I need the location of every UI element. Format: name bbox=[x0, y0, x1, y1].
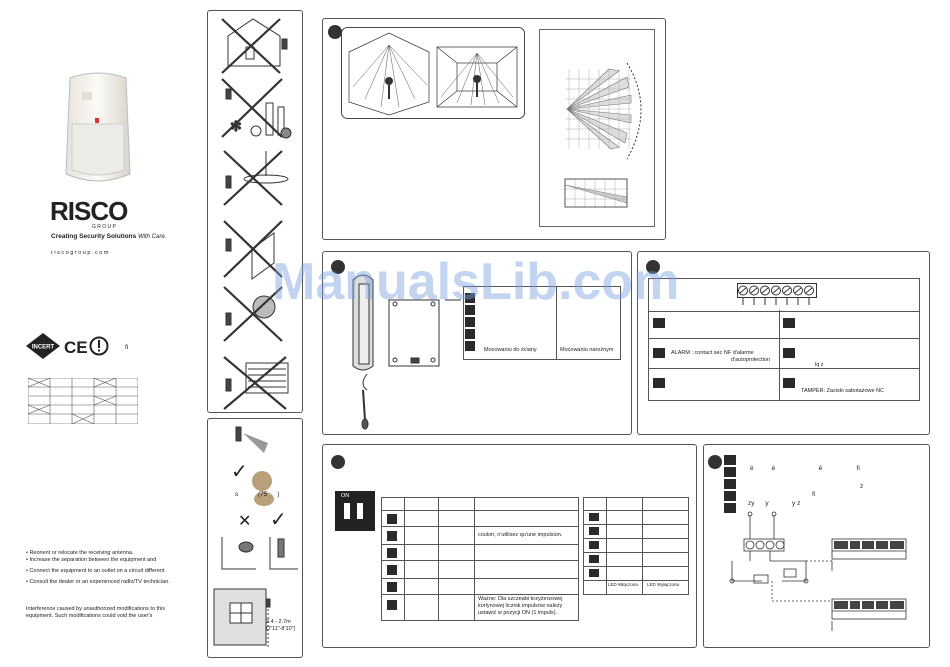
mounting-panel: Mocowaniu do ściany Mocowaniu narożnym bbox=[322, 251, 632, 435]
terminal-marker-6 bbox=[783, 378, 795, 388]
wiring-marker-2 bbox=[724, 467, 736, 477]
wiring-marker-5 bbox=[724, 503, 736, 513]
mount-height-m: 2.4 - 2.7m bbox=[266, 619, 291, 625]
dip-on-label: ON bbox=[341, 493, 350, 499]
mount-height-ft: (7'11"-8'10") bbox=[266, 626, 296, 632]
section-marker-icon bbox=[328, 25, 342, 39]
dip-important-line3: ustawić w pozycji ON (1 impuls). bbox=[478, 610, 558, 616]
wiring-text-3: fi bbox=[812, 491, 816, 498]
dip-settings-table: coulon, n'utilisez qu'une impulsion. Waż… bbox=[381, 497, 579, 621]
pet-weight-label: s bbox=[235, 491, 238, 499]
mount-col-wall: Mocowaniu do ściany bbox=[484, 347, 537, 353]
wiring-text-1: é é é fi bbox=[750, 465, 860, 472]
led-row-marker-5 bbox=[589, 569, 599, 577]
section-marker-icon bbox=[331, 260, 345, 274]
tagline: Creating Security Solutions With Care. bbox=[51, 233, 166, 240]
logo-text: RISCO bbox=[50, 196, 128, 226]
alarm-contact-line1: ALARM : contact sec NF d'alarme bbox=[671, 350, 754, 356]
cross-mark-icon: ✕ bbox=[238, 513, 252, 530]
check-mark-icon: ✓ bbox=[231, 461, 248, 483]
dip-row-marker-4 bbox=[387, 565, 397, 575]
pet-weight-value: (75 ) bbox=[258, 491, 279, 499]
check-mark-icon-2: ✓ bbox=[270, 509, 287, 531]
tagline-main: Creating Security Solutions bbox=[51, 233, 137, 240]
dip-important-note: Ważne: Dla szczeabi krzyżerzowej korlyno… bbox=[478, 596, 576, 617]
iq-text: lq z bbox=[815, 362, 824, 368]
wiring-panel: é é é fi z fi zy y y z bbox=[703, 444, 930, 648]
fcc-warning-line1: Interference caused by unauthorized modi… bbox=[26, 606, 166, 612]
alarm-contact-line2: d'autoprotection bbox=[731, 357, 770, 363]
wiring-marker-1 bbox=[724, 455, 736, 465]
group-text: G R O U P bbox=[92, 224, 116, 230]
fcc-bullet-4: • Consult the dealer or an experienced r… bbox=[26, 579, 170, 585]
cert-table bbox=[27, 377, 139, 429]
terminal-desc-table: ALARM : contact sec NF d'alarme d'autopr… bbox=[648, 310, 920, 401]
installation-warnings-panel: ✻ bbox=[207, 10, 303, 413]
dip-row-marker-2 bbox=[387, 531, 397, 541]
led-row-marker-2 bbox=[589, 527, 599, 535]
dip-switch-panel: ON coulon, n'utilisez qu'une impulsion. … bbox=[322, 444, 697, 648]
dip-row-marker-1 bbox=[387, 514, 397, 524]
tagline-script: With Care. bbox=[138, 234, 167, 240]
terminal-block bbox=[648, 278, 920, 312]
terminal-marker-2 bbox=[783, 318, 795, 328]
dip-important-line1: Ważne: Dla szczeabi krzyżerzowej bbox=[478, 596, 563, 602]
risco-logo: RISCO bbox=[50, 196, 150, 226]
dip-row-marker-6 bbox=[387, 600, 397, 610]
incert-logo: INCERT bbox=[26, 333, 60, 359]
svg-text:INCERT: INCERT bbox=[32, 345, 55, 351]
step-marker-1 bbox=[465, 293, 475, 303]
led-row-marker-3 bbox=[589, 541, 599, 549]
warning-icon bbox=[89, 336, 109, 356]
pet-weight-num: (75 bbox=[258, 491, 268, 498]
detector-image bbox=[64, 70, 132, 186]
coverage-panel bbox=[322, 18, 666, 240]
ce-mark: CE bbox=[64, 338, 88, 357]
led-on-label: LED Włączona bbox=[608, 582, 638, 587]
section-marker-icon bbox=[646, 260, 660, 274]
led-labels: LED Włączona LED Wyłączona bbox=[608, 582, 679, 588]
terminal-marker-3 bbox=[653, 348, 665, 358]
section-marker-icon bbox=[708, 455, 722, 469]
mount-col-corner: Mocowaniu narożnym bbox=[560, 347, 614, 353]
pet-weight-s: s bbox=[235, 491, 239, 498]
led-settings-table: LED Włączona LED Wyłączona bbox=[583, 497, 689, 595]
step-marker-4 bbox=[465, 329, 475, 339]
fcc-bullet-1: • Reorient or relocate the receiving ant… bbox=[26, 550, 134, 556]
terminal-marker-5 bbox=[653, 378, 665, 388]
mount-height-label: 2.4 - 2.7m (7'11"-8'10") bbox=[266, 619, 295, 633]
wiring-text-4: zy y y z bbox=[748, 500, 801, 507]
watermark: ManualsLib.com bbox=[272, 253, 680, 311]
fi-mark: fi bbox=[125, 344, 129, 351]
pet-immunity-panel: ✓ s (75 ) ✕ ✓ 2.4 - 2.7m (7'11"-8'10") bbox=[207, 418, 303, 658]
pet-weight-close: ) bbox=[277, 491, 280, 498]
led-row-marker-1 bbox=[589, 513, 599, 521]
fcc-bullets: • Reorient or relocate the receiving ant… bbox=[26, 550, 196, 586]
fcc-bullet-3: • Connect the equipment to an outlet on … bbox=[26, 568, 165, 574]
dip-important-line2: korlynowej licznik impulsów należy bbox=[478, 603, 563, 609]
website: r i s c o g r o u p . c o m bbox=[51, 250, 109, 256]
led-row-marker-4 bbox=[589, 555, 599, 563]
step-marker-2 bbox=[465, 305, 475, 315]
terminal-marker-4 bbox=[783, 348, 795, 358]
wiring-marker-3 bbox=[724, 479, 736, 489]
dip-pulse-note: coulon, n'utilisez qu'une impulsion. bbox=[478, 532, 563, 538]
dip-row-marker-5 bbox=[387, 582, 397, 592]
fcc-warning-line2: equipment. Such modifications could void… bbox=[26, 613, 153, 619]
dip-row-marker-3 bbox=[387, 548, 397, 558]
led-off-label: LED Wyłączona bbox=[647, 582, 680, 587]
tamper-contact-text: TAMPER: Zaciski sabotażowe NC bbox=[801, 388, 885, 394]
fcc-warning: Interference caused by unauthorized modi… bbox=[26, 606, 201, 620]
step-marker-5 bbox=[465, 341, 475, 351]
fcc-bullet-2: • Increase the separation between the eq… bbox=[26, 557, 157, 563]
wiring-marker-4 bbox=[724, 491, 736, 501]
step-marker-3 bbox=[465, 317, 475, 327]
alarm-contact-text: ALARM : contact sec NF d'alarme d'autopr… bbox=[671, 350, 770, 364]
wiring-text-2: z bbox=[860, 483, 864, 490]
terminals-panel: ALARM : contact sec NF d'alarme d'autopr… bbox=[637, 251, 930, 435]
dip-switch-icon: ON bbox=[335, 491, 375, 531]
section-marker-icon bbox=[331, 455, 345, 469]
terminal-marker-1 bbox=[653, 318, 665, 328]
mounting-options-table: Mocowaniu do ściany Mocowaniu narożnym bbox=[463, 286, 621, 360]
